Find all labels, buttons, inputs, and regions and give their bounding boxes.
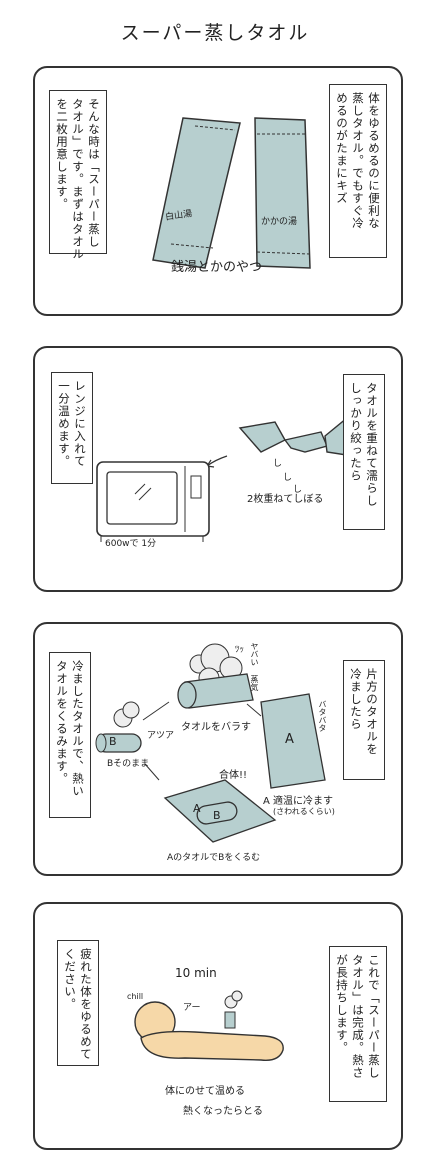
caption-remove: 熱くなったらとる (183, 1106, 263, 1117)
chill-label: chill (127, 992, 144, 1001)
water-drip-2: し (283, 473, 293, 483)
panel-1: 体をゆるめるのに便利な 蒸しタオル。でもすぐ冷 めるのがたまにキズ そんな時は「… (33, 66, 403, 316)
narration-left: 冷ましたタオルで、熱い タオルをくるみます。 (49, 652, 91, 818)
towel-a-label: A (285, 732, 294, 747)
water-drip-3: し (293, 485, 303, 495)
lying-person-illustration (134, 990, 284, 1061)
sfx-mark: ﾂｯ (235, 645, 245, 655)
narration-left: 疲れた体をゆるめて ください。 (57, 940, 99, 1066)
panel-4: これで「スーパー蒸し タオル」は完成。熱さ が長持ちします。 疲れた体をゆるめて… (33, 902, 403, 1150)
narration-right: 体をゆるめるのに便利な 蒸しタオル。でもすぐ冷 めるのがたまにキズ (329, 84, 387, 258)
cooling-wrapping-illustration (95, 643, 326, 843)
wrap-caption: AのタオルでBをくるむ (167, 853, 261, 863)
water-drip-1: し (273, 459, 283, 469)
microwave-caption: 600wで 1分 (105, 539, 157, 549)
cool-label: A 適温に冷ます (263, 796, 334, 807)
towel-caption: 銭湯とかのやつ (171, 260, 263, 275)
caption-warm: 体にのせて温める (165, 1086, 245, 1097)
wring-caption: 2枚重ねてしぼる (247, 494, 324, 505)
wrap-a-label: A (193, 802, 201, 815)
narration-right: これで「スーパー蒸し タオル」は完成。熱さ が長持ちします。 (329, 946, 387, 1102)
cool-sublabel: (さわれるくらい) (273, 807, 335, 816)
steam-label: ヤバい 蒸気 (250, 642, 259, 691)
towels-illustration (152, 117, 311, 269)
b-note: Bそのまま (107, 759, 150, 769)
panel-3: 片方のタオルを 冷ましたら 冷ましたタオルで、熱い タオルをくるみます。 ヤバい… (33, 622, 403, 876)
wrap-b-label: B (213, 809, 221, 822)
narration-right: タオルを重ねて濡らし しっかり絞ったら (343, 374, 385, 530)
open-towel-label: タオルをバラす (181, 722, 251, 733)
combine-label: 合体!! (219, 770, 248, 781)
towel-2-label: かかの湯 (261, 217, 298, 227)
page-title: スーパー蒸しタオル (120, 22, 310, 44)
time-label: 10 min (175, 966, 217, 980)
flap-sfx: バタバタ (318, 700, 327, 732)
narration-right: 片方のタオルを 冷ましたら (343, 660, 385, 780)
narration-left: レンジに入れて 一分温めます。 (51, 372, 93, 484)
hot-sfx: アツア (147, 731, 175, 741)
narration-left: そんな時は「スーパー蒸し タオル」です。まずはタオル を二枚用意します。 (49, 90, 107, 261)
sigh-label: アー (183, 1003, 201, 1013)
towel-b-label: B (109, 735, 117, 748)
panel-2: タオルを重ねて濡らし しっかり絞ったら レンジに入れて 一分温めます。 し し … (33, 346, 403, 592)
